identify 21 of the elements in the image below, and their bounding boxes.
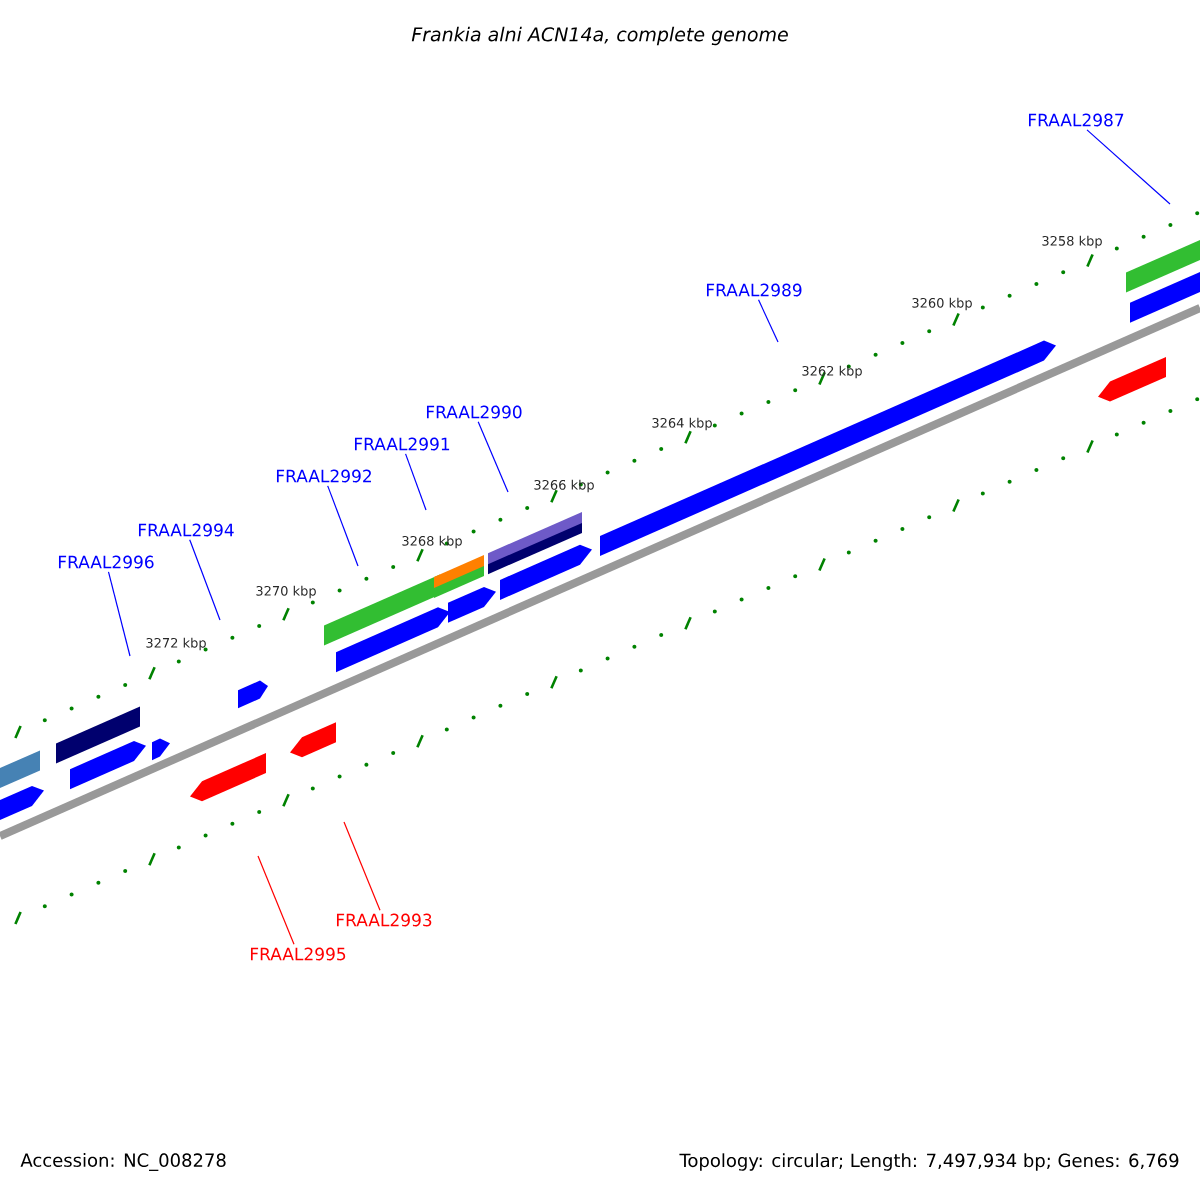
genome-info-text: Topology: circular; Length: 7,497,934 bp; Genes: 6,769 [679, 1153, 1179, 1171]
leader-line [757, 299, 779, 343]
gene-label: FRAAL2996 [59, 555, 154, 569]
leader-line [327, 485, 359, 567]
leader-line [189, 539, 221, 621]
leader-line [1086, 129, 1171, 205]
accession-text: Accession: NC_008278 [20, 1153, 226, 1171]
gene-label: FRAAL2987 [1029, 113, 1124, 127]
leader-line [107, 571, 131, 657]
gene-label: FRAAL2991 [355, 437, 450, 451]
gene-label: FRAAL2990 [427, 405, 522, 419]
gene-label: FRAAL2994 [139, 523, 234, 537]
gene-label: FRAAL2992 [277, 469, 371, 483]
gene-label: FRAAL2993 [337, 913, 432, 927]
leader-line [343, 821, 381, 911]
leader-line [257, 855, 295, 945]
leader-line [404, 453, 427, 511]
leader-line [477, 421, 509, 493]
gene-label: FRAAL2995 [251, 947, 346, 961]
title: Frankia alni ACN14a, complete genome [411, 26, 788, 46]
gene-label: FRAAL2989 [707, 283, 802, 297]
